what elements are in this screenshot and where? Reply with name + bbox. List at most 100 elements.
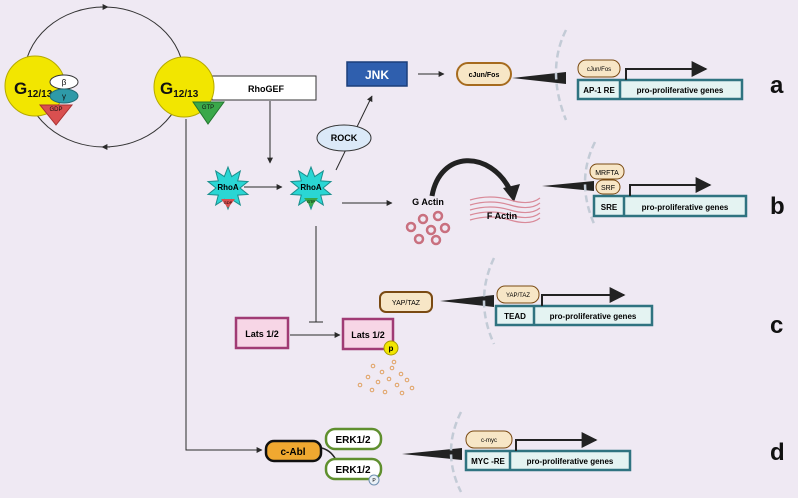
- gene-box-d: [464, 449, 632, 472]
- g-alpha-active-label: G12/13: [160, 79, 199, 100]
- panel-label-b: b: [770, 193, 785, 220]
- yap-taz-nuclear-label: YAP/TAZ: [506, 293, 530, 299]
- jnk-label: JNK: [365, 68, 389, 82]
- erk-unphos-node: ERK1/2: [324, 427, 383, 451]
- genes-a-label: pro-proliferative genes: [637, 86, 724, 95]
- jnk-box: [346, 61, 408, 87]
- cjun-fos-nuclear-label: cJun/Fos: [587, 67, 611, 73]
- transcription-arrow-a: [625, 61, 708, 80]
- transcription-arrow-b: [629, 177, 712, 196]
- gene-module-d: MYC -RE pro-proliferative genes c-myc: [464, 430, 632, 472]
- phospho-circle: [383, 340, 399, 356]
- gdp-triangle: [38, 104, 74, 126]
- rock-label: ROCK: [331, 133, 358, 143]
- transcription-arrow-c: [541, 287, 626, 306]
- rhoa-gdp: RhoA GDP: [206, 165, 250, 211]
- gamma-label: γ: [62, 92, 66, 101]
- erk-phos-label: ERK1/2: [335, 465, 370, 476]
- polymerization-arrowhead: [503, 184, 520, 202]
- gene-module-b: SRE pro-proliferative genes MRFTA SRF: [589, 163, 748, 218]
- jnk-node: JNK: [346, 61, 408, 87]
- gene-module-a: AP-1 RE pro-proliferative genes cJun/Fos: [576, 59, 744, 101]
- nuclear-membrane-b: [583, 141, 597, 227]
- cjun-fos-nuclear-pill: [577, 59, 621, 78]
- rhogef-label: RhoGEF: [248, 84, 284, 94]
- rhogef-box: [211, 75, 317, 101]
- rhoa-gtp-triangle: [304, 198, 318, 207]
- f-actin-label: F Actin: [487, 211, 517, 221]
- lats-box: [234, 316, 290, 350]
- c-abl-node: c-Abl: [264, 439, 323, 463]
- erk-phospho-label: P: [372, 478, 376, 484]
- rhoa-gdp-star: [206, 165, 250, 211]
- erk-phos-box: [324, 457, 383, 481]
- erk-unphos-label: ERK1/2: [335, 435, 370, 446]
- phospho-label: p: [389, 344, 394, 353]
- panel-label-c: c: [770, 312, 783, 339]
- polymerization-arrow: [429, 158, 513, 197]
- srf-pill: [595, 179, 621, 195]
- gtp-triangle: [192, 101, 225, 125]
- lats-p-label: Lats 1/2: [351, 330, 385, 340]
- arrow-c-to-nucleus: [440, 295, 494, 307]
- rhoa-gtp-tag: GTP: [307, 199, 316, 204]
- rhoa-gdp-triangle: [221, 199, 235, 208]
- arrow-b-to-nucleus: [542, 181, 594, 191]
- rhoa-gtp: RhoA GTP: [289, 165, 333, 211]
- panel-labels: a b c d: [770, 72, 785, 466]
- c-myc-label: c-myc: [481, 438, 497, 444]
- nuclear-membrane-c: [482, 257, 496, 345]
- gene-box-b: [592, 194, 748, 218]
- c-abl-label: c-Abl: [281, 447, 306, 458]
- panel-label-d: d: [770, 439, 785, 466]
- nuclear-membrane-a: [554, 29, 568, 121]
- erk-unphos-box: [324, 427, 383, 451]
- beta-label: β: [62, 78, 67, 87]
- g12-13-inactive: G12/13 GDP β γ: [4, 55, 79, 126]
- mrfta-label: MRFTA: [595, 170, 619, 177]
- genes-d-label: pro-proliferative genes: [527, 457, 614, 466]
- lats-label: Lats 1/2: [245, 329, 279, 339]
- lats-node: Lats 1/2: [234, 316, 290, 350]
- genes-b-label: pro-proliferative genes: [642, 203, 729, 212]
- c-myc-pill: [465, 430, 513, 449]
- cjun-fos-pill: [456, 62, 512, 86]
- panel-label-a: a: [770, 72, 784, 99]
- c-abl-box: [264, 439, 323, 463]
- cjun-fos-node: cJun/Fos: [456, 62, 512, 86]
- mrfta-pill: [589, 163, 625, 180]
- erk-phos-node: ERK1/2 P: [324, 457, 383, 486]
- ap1-re-label: AP-1 RE: [583, 86, 615, 95]
- gdp-label: GDP: [49, 107, 62, 113]
- yap-degraded: [357, 359, 415, 396]
- yap-taz-nuclear-pill: [496, 285, 540, 304]
- g-actin-monomers: [405, 210, 451, 246]
- rock-node: ROCK: [316, 124, 372, 152]
- arrow-a-to-nucleus: [512, 72, 566, 84]
- yap-taz-cyto-label: YAP/TAZ: [392, 300, 421, 307]
- g-actin-node: G Actin: [405, 197, 451, 246]
- rock-ellipse: [316, 124, 372, 152]
- genes-c-label: pro-proliferative genes: [550, 312, 637, 321]
- arrow-d-to-nucleus: [402, 448, 462, 460]
- myc-re-label: MYC -RE: [471, 457, 505, 466]
- g12-13-active: RhoGEF G12/13 GTP: [153, 56, 317, 125]
- transcription-arrow-d: [515, 432, 598, 451]
- g-actin-label: G Actin: [412, 197, 444, 207]
- tead-label: TEAD: [504, 312, 526, 321]
- nuclear-membranes: [449, 29, 597, 493]
- arrow-g-to-cabl: [185, 119, 263, 453]
- yap-taz-cyto-node: YAP/TAZ: [379, 291, 433, 313]
- srf-label: SRF: [601, 185, 615, 192]
- cjun-fos-label: cJun/Fos: [469, 72, 500, 79]
- rhoa-gtp-label: RhoA: [300, 183, 322, 192]
- rhoa-gtp-star: [289, 165, 333, 211]
- gamma-subunit: [49, 88, 79, 104]
- erk-phospho-circle: [368, 474, 380, 486]
- nuclear-entry-arrows: [402, 72, 594, 460]
- rhoa-gdp-tag: GDP: [224, 200, 233, 205]
- connectors: [185, 71, 445, 453]
- gene-module-c: TEAD pro-proliferative genes YAP/TAZ: [494, 285, 654, 327]
- lats-p-node: Lats 1/2 p: [341, 317, 399, 356]
